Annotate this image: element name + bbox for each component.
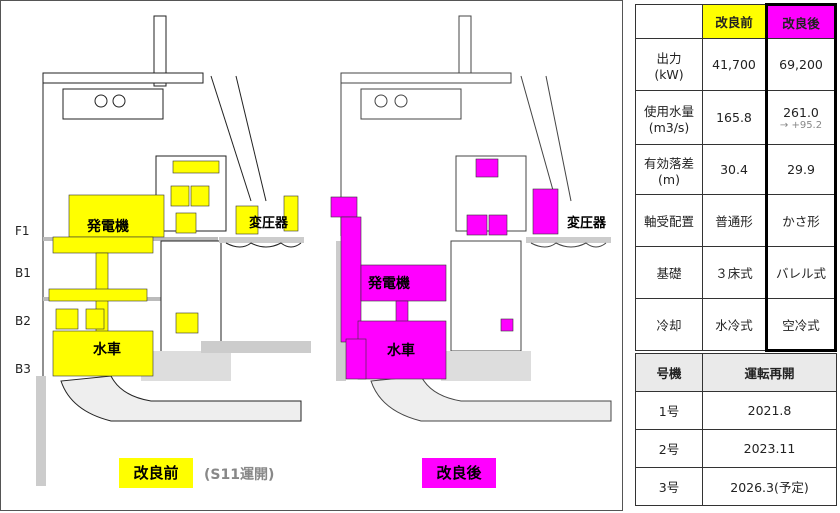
after-transformer-label: 変圧器 <box>567 216 607 231</box>
spec-before-value: 水冷式 <box>702 298 767 351</box>
spec-row-bearing: 軸受配置 普通形 かさ形 <box>635 194 837 247</box>
before-yellow-equipment <box>48 160 299 377</box>
spec-before-value: ３床式 <box>702 246 767 299</box>
spec-after-number: 261.0 <box>783 104 819 120</box>
before-generator-label: 発電機 <box>87 219 129 235</box>
spec-comparison-table: 改良前 改良後 出力 (kW) 41,700 69,200 使用水量 (m3/s… <box>635 3 837 352</box>
spec-header-after: 改良後 <box>765 3 837 39</box>
spec-before-value: 30.4 <box>702 144 767 195</box>
restart-unit: 2号 <box>635 429 703 468</box>
restart-date: 2021.8 <box>702 391 837 430</box>
spec-label: 有効落差 (m) <box>635 144 703 195</box>
floor-label-b1: B1 <box>15 266 31 280</box>
restart-date: 2023.11 <box>702 429 837 468</box>
spec-label: 使用水量 (m3/s) <box>635 90 703 145</box>
operation-start-note: (S11運開) <box>204 467 275 483</box>
restart-row: 3号 2026.3(予定) <box>635 467 837 506</box>
floor-label-b3: B3 <box>15 362 31 376</box>
restart-header-unit: 号機 <box>635 353 703 392</box>
diagram-panel: F1 B1 B2 B3 発電機 水車 変圧器 発電機 水車 変圧器 改良前 (S… <box>0 0 623 511</box>
spec-before-value: 普通形 <box>702 194 767 247</box>
restart-schedule-table: 号機 運転再開 1号 2021.8 2号 2023.11 3号 2026.3(予… <box>635 353 837 506</box>
restart-unit: 1号 <box>635 391 703 430</box>
spec-row-head: 有効落差 (m) 30.4 29.9 <box>635 144 837 195</box>
spec-label: 出力 (kW) <box>635 38 703 91</box>
spec-label: 冷却 <box>635 298 703 351</box>
floor-label-f1: F1 <box>15 224 30 238</box>
spec-row-output: 出力 (kW) 41,700 69,200 <box>635 38 837 91</box>
powerhouse-cross-sections <box>36 15 612 486</box>
spec-after-value: 29.9 <box>765 144 837 195</box>
spec-after-value: バレル式 <box>765 246 837 299</box>
restart-header-date: 運転再開 <box>702 353 837 392</box>
floor-label-b2: B2 <box>15 314 31 328</box>
restart-unit: 3号 <box>635 467 703 506</box>
badge-before: 改良前 <box>119 458 193 488</box>
spec-row-cooling: 冷却 水冷式 空冷式 <box>635 298 837 352</box>
before-transformer-label: 変圧器 <box>249 216 289 231</box>
restart-header-row: 号機 運転再開 <box>635 353 837 392</box>
spec-header-before: 改良前 <box>702 4 767 39</box>
after-turbine-label: 水車 <box>387 343 415 359</box>
spec-after-value: かさ形 <box>765 194 837 247</box>
badge-after: 改良後 <box>422 458 496 488</box>
spec-header-row: 改良前 改良後 <box>635 3 837 39</box>
spec-before-value: 41,700 <box>702 38 767 91</box>
spec-row-foundation: 基礎 ３床式 バレル式 <box>635 246 837 299</box>
restart-row: 2号 2023.11 <box>635 429 837 468</box>
spec-row-water-flow: 使用水量 (m3/s) 165.8 261.0 → +95.2 <box>635 90 837 145</box>
before-turbine-label: 水車 <box>93 342 121 358</box>
spec-header-empty <box>635 4 703 39</box>
spec-before-value: 165.8 <box>702 90 767 145</box>
after-magenta-equipment <box>330 158 559 380</box>
spec-label: 軸受配置 <box>635 194 703 247</box>
restart-date: 2026.3(予定) <box>702 467 837 506</box>
after-generator-label: 発電機 <box>368 276 410 292</box>
spec-diff-note: → +95.2 <box>779 119 823 131</box>
spec-after-value: 261.0 → +95.2 <box>765 90 837 145</box>
restart-row: 1号 2021.8 <box>635 391 837 430</box>
spec-after-value: 空冷式 <box>765 298 837 352</box>
spec-after-value: 69,200 <box>765 38 837 91</box>
spec-label: 基礎 <box>635 246 703 299</box>
